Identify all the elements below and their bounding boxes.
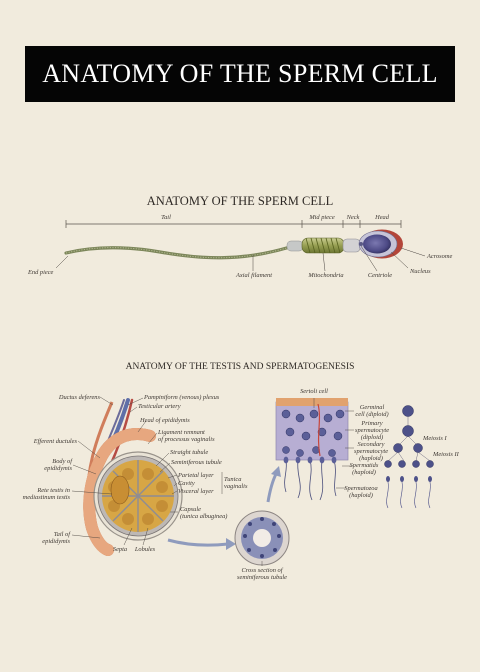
label-end-piece: End piece (28, 269, 54, 276)
label-pampiniform-plexus: Pampiniform (venous) plexus (144, 394, 220, 401)
label-mitochondria: Mitochondria (308, 272, 344, 279)
label-cross-section-1: Cross section of (241, 567, 283, 574)
sperm-principal-piece (286, 240, 304, 252)
tubule-wall-tissue (275, 398, 349, 501)
testis-section-title: ANATOMY OF THE TESTIS AND SPERMATOGENESI… (125, 362, 355, 372)
label-spermatozoa-2: (haploid) (349, 492, 373, 499)
spermatozoa-cells (386, 476, 432, 509)
label-tail: Tail (161, 214, 171, 221)
label-efferent-ductules: Efferent ductules (33, 438, 77, 445)
label-cavity: Cavity (178, 480, 195, 487)
label-tail-epididymis-1: Tail of (53, 531, 70, 538)
label-head: Head (375, 214, 389, 221)
label-parietal-layer: Parietal layer (178, 472, 214, 479)
label-spermatozoa-1: Spermatozoa (344, 485, 378, 492)
label-primary-3: (diploid) (360, 434, 384, 441)
label-septa: Septa (112, 546, 128, 553)
sperm-section-title: ANATOMY OF THE SPERM CELL (146, 194, 334, 208)
arrow-to-cross-section (167, 538, 229, 547)
label-tunica-vaginalis-2: vaginalis (224, 483, 248, 490)
segment-brackets (65, 220, 402, 228)
label-capsule-1: Capsule (180, 506, 201, 513)
label-head-epididymis: Head of epididymis (140, 417, 190, 424)
label-centriole: Centriole (367, 272, 393, 279)
label-neck: Neck (346, 214, 360, 221)
label-testicular-artery: Testicular artery (138, 403, 181, 410)
sperm-centriole (359, 242, 363, 246)
label-primary-2: spermatocyte (354, 427, 390, 434)
label-secondary-3: (haploid) (359, 455, 383, 462)
sperm-neck (342, 238, 361, 253)
label-axial-filament: Axial filament (235, 272, 273, 279)
label-sertoli-cell: Sertoli cell (300, 388, 328, 395)
label-straight-tubule: Straight tubule (170, 449, 209, 456)
label-acrosome: Acrosome (427, 253, 453, 260)
label-rete-testis-2: mediastinum testis (22, 494, 70, 501)
label-germinal-2: cell (diploid) (355, 411, 389, 418)
label-spermatids-1: Spermatids (349, 462, 379, 469)
label-ductus-deferens: Ductus deferens (58, 394, 100, 401)
sperm-nucleus (363, 234, 391, 254)
label-secondary-1: Secondary (357, 441, 385, 448)
title-banner: ANATOMY OF THE SPERM CELL (25, 46, 455, 102)
label-ligament-remnant-1: Ligament remnant (158, 429, 205, 436)
label-body-epididymis-2: epididymis (44, 465, 72, 472)
label-lobules: Lobules (134, 546, 156, 553)
testis-septa (102, 460, 174, 532)
label-secondary-2: spermatocyte (353, 448, 389, 455)
testis-leader-lines (71, 396, 354, 566)
label-mid-piece: Mid piece (309, 214, 335, 221)
arrow-to-spermatogenesis (266, 473, 278, 503)
label-primary-1: Primary (361, 420, 383, 427)
label-cross-section-2: seminiferous tubule (237, 574, 287, 581)
sperm-leader-lines (55, 245, 426, 272)
meiosis-cells (384, 405, 434, 468)
label-capsule-2: (tunica albuginea) (180, 513, 228, 520)
label-spermatids-2: (haploid) (352, 469, 376, 476)
label-nucleus: Nucleus (410, 268, 431, 275)
page-title: ANATOMY OF THE SPERM CELL (42, 59, 438, 88)
label-meiosis-2: Meiosis II (433, 451, 459, 458)
rete-testis (110, 475, 130, 505)
label-meiosis-1: Meiosis I (423, 435, 447, 442)
label-germinal-1: Germinal (359, 404, 385, 411)
label-body-epididymis-1: Body of (52, 458, 72, 465)
label-ligament-remnant-2: of processus vaginalis (158, 436, 215, 443)
label-visceral-layer: Visceral layer (178, 488, 214, 495)
label-rete-testis-1: Rete testis in (37, 487, 70, 494)
label-tunica-vaginalis-1: Tunica (224, 476, 242, 483)
sperm-tail (64, 245, 292, 260)
label-tail-epididymis-2: epididymis (42, 538, 70, 545)
label-seminiferous-tubule: Seminiferous tubule (171, 459, 222, 466)
